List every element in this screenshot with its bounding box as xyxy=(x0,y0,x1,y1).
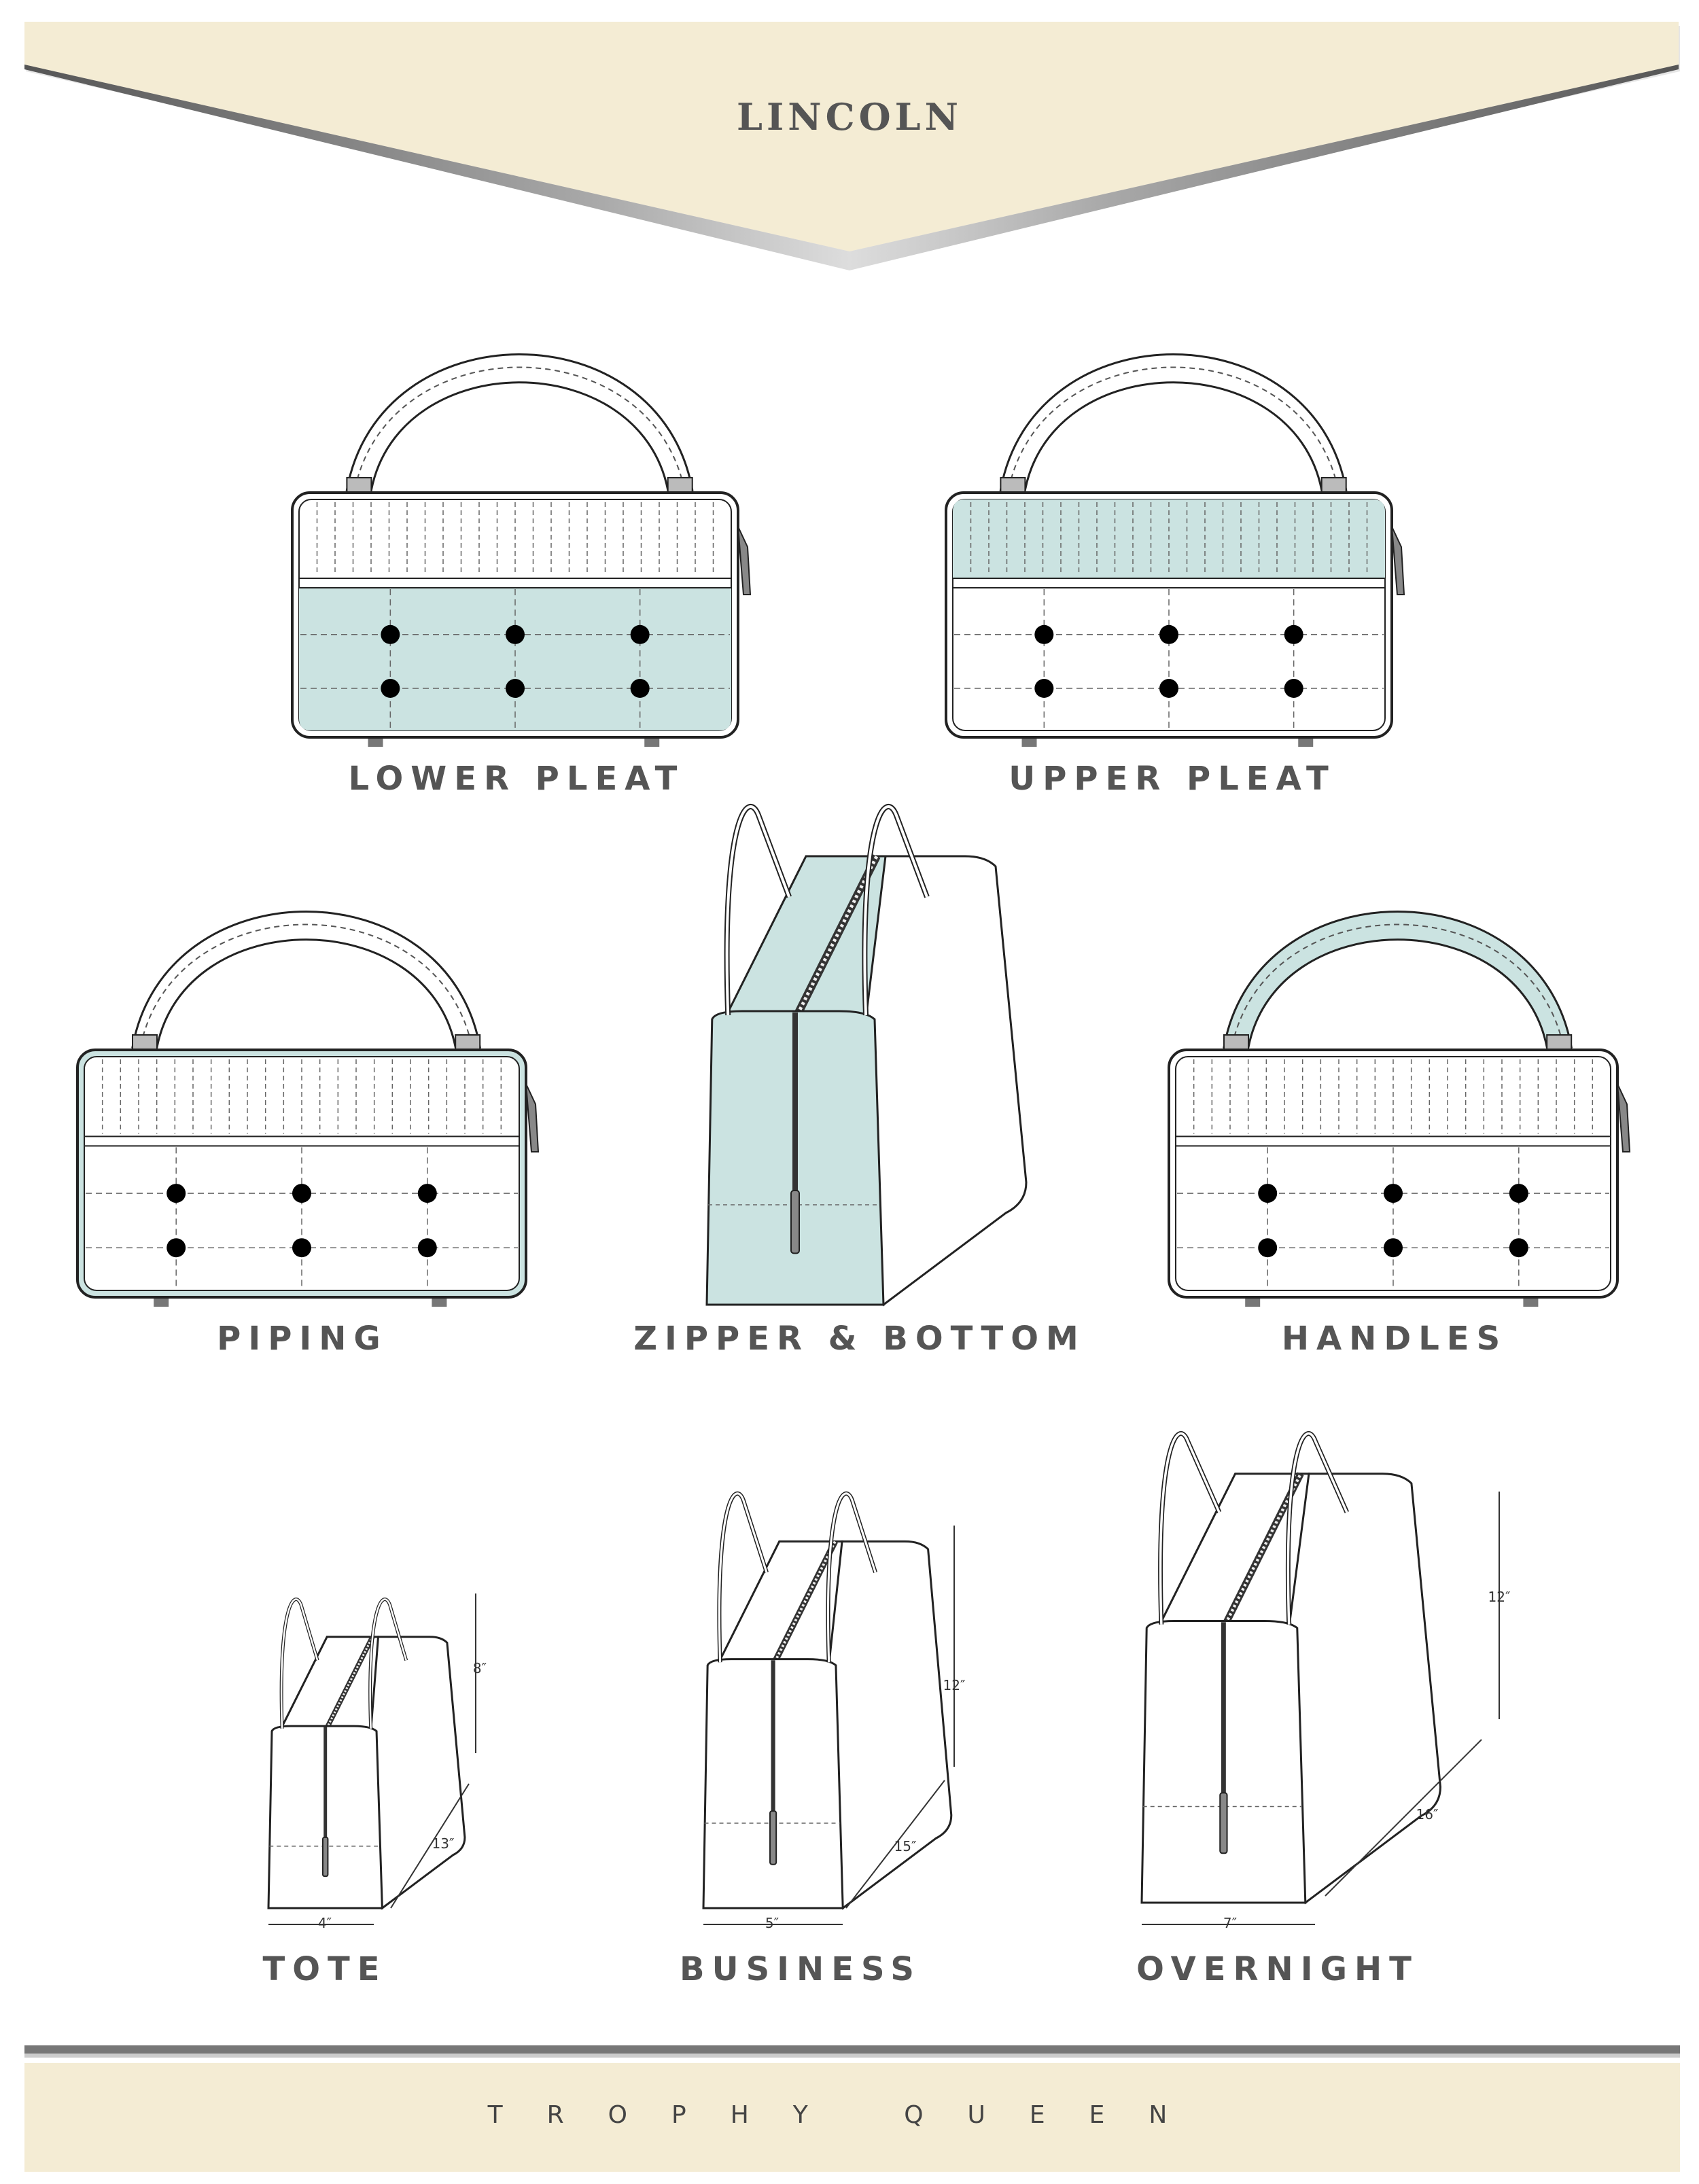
tuft-button xyxy=(417,1184,437,1203)
handle-stitch xyxy=(354,366,685,489)
end-zipper-pull xyxy=(1219,1792,1228,1854)
tuft-button xyxy=(292,1238,311,1258)
overnight-length-dim: 16″ xyxy=(1416,1806,1439,1822)
zipper-track xyxy=(770,1540,838,1667)
handle-tab xyxy=(1320,477,1347,493)
tuft-button xyxy=(1159,679,1178,698)
handle-tab xyxy=(1546,1034,1573,1051)
zipper-pull xyxy=(1617,1083,1631,1152)
side-handle-inner xyxy=(1286,1432,1348,1625)
tuft-button xyxy=(381,679,400,698)
end-zipper-pull xyxy=(790,1190,800,1254)
handle-tab xyxy=(1223,1034,1249,1051)
lower-pleat-panel xyxy=(299,588,731,730)
size-label-overnight: OVERNIGHT xyxy=(1136,1950,1419,1988)
zipper-pull xyxy=(1391,526,1405,595)
zipper-teeth xyxy=(324,1636,374,1732)
end-zipper-pull xyxy=(769,1810,777,1865)
tuft-button xyxy=(1159,624,1178,644)
tuft-button xyxy=(506,679,525,698)
handle-strap xyxy=(1223,911,1573,1049)
side-handle-inner xyxy=(1159,1432,1221,1625)
tuft-button xyxy=(506,624,525,644)
handle-stitch xyxy=(140,923,473,1046)
tuft-button xyxy=(167,1238,186,1258)
handle-tab xyxy=(346,477,372,493)
footer-chrome-line xyxy=(24,2045,1680,2054)
handle-stitch xyxy=(1231,923,1564,1046)
overnight-height-dim: 12″ xyxy=(1488,1589,1511,1605)
handle-strap xyxy=(999,353,1348,491)
tuft-button xyxy=(630,624,650,644)
zipper-pull xyxy=(525,1083,540,1152)
tuft-button xyxy=(1384,1238,1403,1258)
tuft-button xyxy=(1384,1184,1403,1203)
footer-band xyxy=(24,2063,1680,2172)
tote-length-line xyxy=(390,1783,470,1909)
side-handle-inner xyxy=(718,1492,768,1663)
tote-length-dim: 13″ xyxy=(432,1835,455,1852)
tuft-button xyxy=(167,1184,186,1203)
zipper-pull xyxy=(737,526,752,595)
size-label-business: BUSINESS xyxy=(680,1950,922,1988)
view-label-handles: HANDLES xyxy=(1281,1320,1508,1358)
tuft-button xyxy=(1034,624,1054,644)
tuft-button xyxy=(1509,1238,1528,1258)
tuft-button xyxy=(1509,1184,1528,1203)
side-handle-inner xyxy=(725,805,791,1016)
handle-tab xyxy=(667,477,693,493)
size-label-tote: TOTE xyxy=(262,1950,387,1988)
view-label-piping: PIPING xyxy=(217,1320,388,1358)
side-handle-inner xyxy=(280,1598,319,1729)
business-length-line xyxy=(845,1780,945,1909)
footer-chrome-line xyxy=(24,2054,1680,2058)
page-title: LINCOLN xyxy=(737,95,962,139)
tote-height-dim: 8″ xyxy=(472,1660,487,1676)
side-handle-inner xyxy=(826,1492,877,1663)
handle-tab xyxy=(1000,477,1026,493)
handle-tab xyxy=(455,1034,481,1051)
tuft-button xyxy=(292,1184,311,1203)
tuft-button xyxy=(1284,624,1303,644)
view-label-zipper-bottom: ZIPPER & BOTTOM xyxy=(633,1320,1086,1358)
zipper-teeth xyxy=(1222,1473,1302,1629)
tuft-button xyxy=(630,679,650,698)
side-handle-inner xyxy=(863,805,928,1016)
view-label-lower-pleat: LOWER PLEAT xyxy=(348,760,685,798)
tuft-button xyxy=(1034,679,1054,698)
handle-tab xyxy=(132,1034,158,1051)
overnight-length-line xyxy=(1325,1739,1482,1897)
zipper-track xyxy=(791,854,881,1021)
handle-stitch xyxy=(1008,366,1339,489)
overnight-depth-dim: 7″ xyxy=(1223,1915,1238,1931)
end-zipper-pull xyxy=(321,1836,329,1878)
footer-brand: TROPHY QUEEN xyxy=(487,2101,1212,2129)
business-depth-dim: 5″ xyxy=(765,1915,780,1931)
handle-strap xyxy=(131,911,481,1049)
tuft-button xyxy=(417,1238,437,1258)
tuft-button xyxy=(1258,1184,1278,1203)
tuft-button xyxy=(381,624,400,644)
handle-strap xyxy=(345,353,694,491)
business-height-dim: 12″ xyxy=(943,1677,966,1693)
side-handle-inner xyxy=(369,1598,407,1729)
header-banner xyxy=(24,22,1680,270)
business-length-dim: 15″ xyxy=(894,1838,917,1854)
tote-depth-dim: 4″ xyxy=(317,1915,332,1931)
tuft-button xyxy=(1284,679,1303,698)
tuft-button xyxy=(1258,1238,1278,1258)
view-label-upper-pleat: UPPER PLEAT xyxy=(1009,760,1336,798)
